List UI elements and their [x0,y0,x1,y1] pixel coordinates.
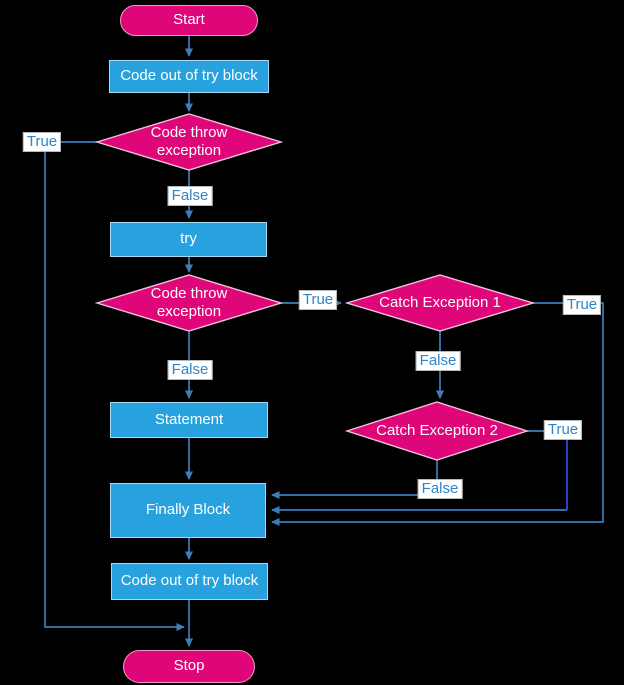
code-out-of-try-bottom-node: Code out of try block [111,563,268,600]
decision1-false-label: False [167,186,213,206]
edge-catch2-false-to-finally [271,460,438,499]
stop-node: Stop [123,650,255,683]
statement-node: Statement [110,402,268,438]
catch1-false-label: False [415,351,461,371]
finally-block-node: Finally Block [110,483,266,538]
decision2-false-label: False [167,360,213,380]
decision2-true-label: True [298,290,338,310]
catch2-false-label: False [417,479,463,499]
code-out-of-try-top-node: Code out of try block [109,60,269,93]
try-node: try [110,222,267,257]
edge-decision1-true-bypass [44,141,185,631]
decision1-true-label: True [22,132,62,152]
start-node: Start [120,5,258,36]
catch2-true-label: True [543,420,583,440]
catch1-diamond [344,274,536,332]
catch1-true-label: True [562,295,602,315]
decision1-diamond [94,113,284,171]
decision2-diamond [94,274,284,332]
catch2-diamond [344,401,530,461]
